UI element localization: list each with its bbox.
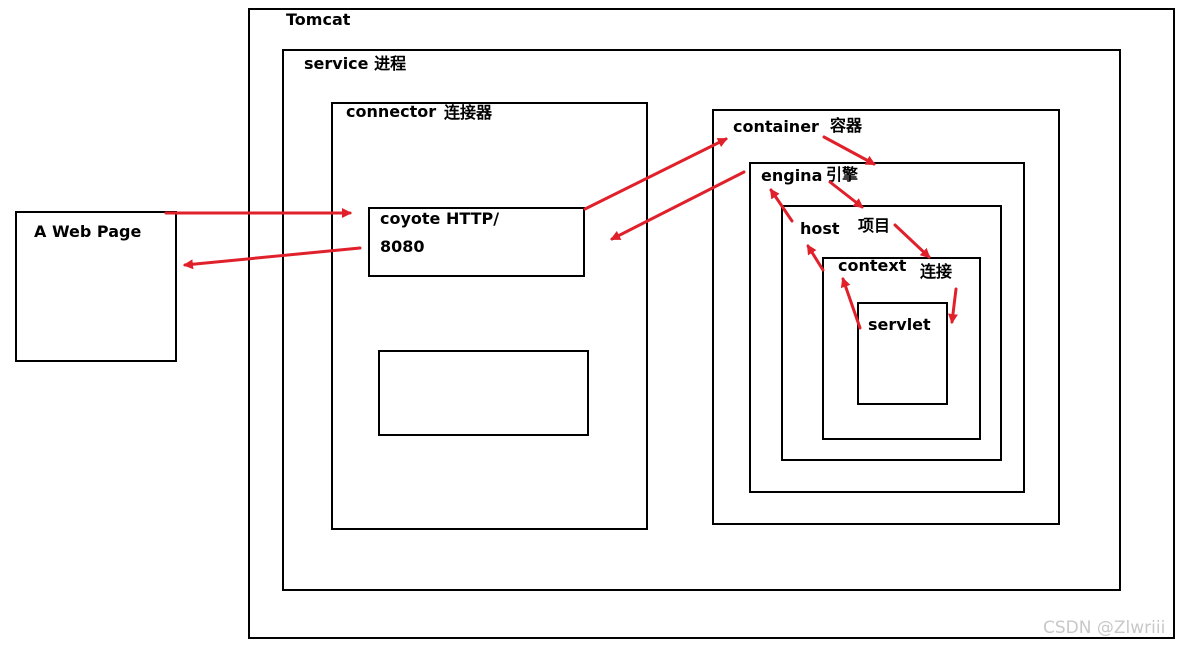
container-cn-label: 容器 — [830, 116, 863, 135]
connector-label: connector — [346, 102, 437, 121]
host-label: host — [800, 219, 840, 238]
tomcat-label: Tomcat — [286, 10, 351, 29]
service-box — [282, 49, 1121, 591]
arrow-connect-to-servlet — [947, 287, 958, 324]
watermark: CSDN @Zlwriii — [1043, 618, 1166, 638]
arrow-coyote-to-container — [583, 137, 728, 211]
host-cn-label: 项目 — [858, 216, 891, 235]
context-cn-label: 连接 — [920, 262, 953, 281]
connector-box — [331, 102, 648, 530]
web-page-label: A Web Page — [34, 222, 142, 241]
engina-box — [749, 162, 1025, 493]
coyote-box — [368, 207, 585, 277]
arrow-context-to-host — [806, 244, 825, 272]
tomcat-box — [248, 8, 1175, 639]
connector-cn-label: 连接器 — [444, 103, 493, 122]
arrow-engina-to-project — [828, 180, 864, 209]
coyote-label-line1: coyote HTTP/ — [380, 209, 500, 228]
service-label: service 进程 — [304, 54, 407, 73]
arrow-host-to-engina — [769, 188, 794, 223]
arrow-engina-to-coyote — [610, 170, 746, 241]
arrow-container-to-engina — [822, 135, 876, 166]
servlet-label: servlet — [868, 315, 931, 334]
empty-box — [378, 350, 589, 436]
servlet-box — [857, 302, 948, 405]
engina-cn-label: 引擎 — [826, 165, 859, 184]
engina-label: engina — [761, 166, 823, 185]
context-label: context — [838, 256, 907, 275]
arrow-coyote-to-webpage — [183, 246, 362, 270]
container-box — [712, 109, 1060, 525]
coyote-label-line2: 8080 — [380, 237, 425, 256]
container-label: container — [733, 117, 819, 136]
host-box — [781, 205, 1002, 461]
arrow-project-to-connect — [893, 223, 931, 259]
context-box — [822, 257, 981, 440]
arrow-servlet-to-context — [840, 277, 862, 330]
web-page-box — [15, 211, 177, 362]
